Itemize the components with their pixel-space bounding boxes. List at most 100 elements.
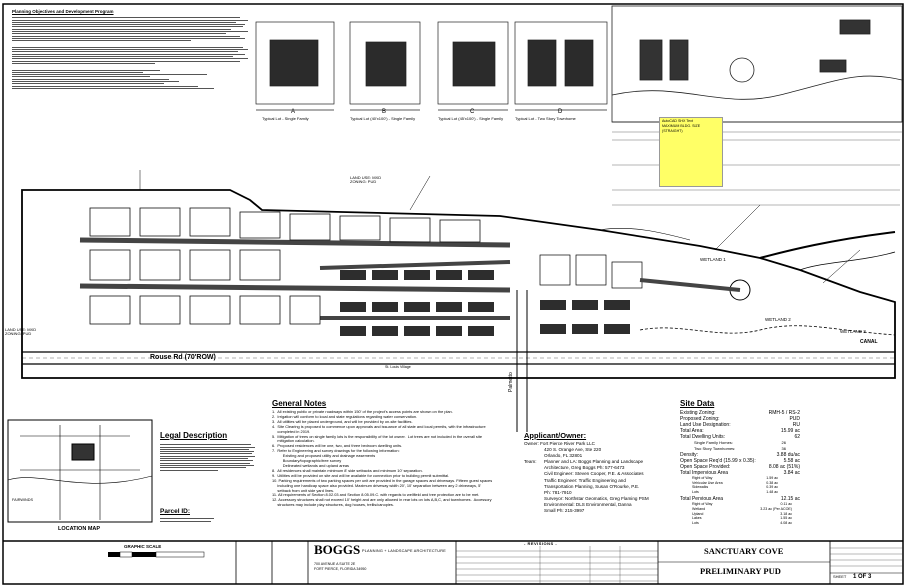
general-note-item: 11. All requirements of Section 8.02.03 … [272, 492, 480, 498]
lots-value: 1.48 ac [766, 489, 778, 494]
general-notes-title: General Notes [272, 399, 327, 408]
proposed-zoning-value: PUD [789, 416, 800, 422]
fairwinds-label: FAIRWINDS [12, 498, 34, 502]
applicant-addr1: 420 S. Orange Ave, Ste 220 [544, 447, 602, 453]
general-notes-list: 1. All existing public or private roadwa… [272, 409, 537, 508]
general-note-item: 8. All residences shall maintain minimum… [272, 467, 423, 473]
th-label: Two Story Townhomes: [694, 446, 736, 451]
applicant-title: Applicant/Owner: [524, 431, 587, 440]
firm-address-1: 700 AVENUE A SUITE 2E [314, 562, 356, 566]
pv-row-value: 0.11 ac [780, 502, 792, 507]
firm-name: BOGGS [314, 542, 361, 557]
applicant-team-label: Team: [524, 459, 537, 465]
typical-b-caption: Typical Lot (40'x100') - Single Family [350, 116, 416, 121]
impervious-value: 3.84 ac [783, 470, 800, 476]
site-data-table: Existing Zoning:RMH-5 / RS-2 Proposed Zo… [680, 410, 800, 525]
vua-value: 0.38 ac [766, 480, 778, 485]
road-label: Rouse Rd (70'ROW) [150, 354, 216, 361]
general-note-item: 7. Refer to Engineering and survey drawi… [272, 448, 400, 454]
location-map-drawing [7, 419, 153, 523]
general-note-item: 10. Parking requirements of two parking … [272, 477, 493, 483]
general-note-item: 9. Utilities will be provided on site an… [272, 472, 450, 478]
general-note-item: setback from unit side yard lines. [272, 487, 335, 493]
total-units-value: 62 [794, 434, 800, 440]
general-note-item: completed in 2019. [272, 428, 311, 434]
sfh-label: Single Family Homes: [694, 440, 733, 445]
lakes-value: 1.55 ac [780, 516, 792, 521]
existing-zoning-label: Existing Zoning: [680, 410, 716, 416]
row-value: 1.59 ac [766, 476, 778, 480]
osreq-label: Open Space Req'd (15.99 x 0.35): [680, 458, 756, 464]
planning-objectives-title: Planning Objectives and Development Prog… [12, 9, 114, 14]
pv-lots-value: 4.08 ac [780, 520, 792, 525]
applicant-team-8: Environmental: DLS Environmental, Danna [544, 501, 632, 507]
applicant-owner: Owner: Fort Pierce River Park LLC [524, 441, 595, 446]
wetland-value: 3.23 ac (Per ACOE) [760, 506, 792, 511]
applicant-team-9: Small Ph: 215-3997 [544, 508, 585, 514]
general-note-item: Boundary/topographic/tree survey [272, 458, 342, 464]
vua-label: Vehicular Use Area [692, 480, 723, 485]
graphic-scale-label: GRAPHIC SCALE [124, 544, 162, 549]
wetland-3-label: WETLAND 3 [840, 329, 866, 334]
general-note-item: 6. Proposed residences will be one, two,… [272, 443, 403, 449]
general-note-item: including one handicap space also provid… [272, 482, 481, 488]
legal-description-text [160, 443, 256, 503]
pervious-value: 12.15 ac [780, 496, 800, 503]
existing-zoning-value: RMH-5 / RS-2 [768, 410, 800, 416]
sidewalks-value: 0.39 ac [766, 485, 778, 490]
location-map-caption: LOCATION MAP [58, 526, 101, 532]
general-note-item: 1. All existing public or private roadwa… [272, 409, 453, 414]
yellow-highlight-note: AutoCAD SHX Text MAXIMUM BLDG. SIZE (STR… [659, 117, 723, 187]
lakes-label: Lakes [692, 516, 702, 521]
land-use-left-label: LAND USE: MXD ZONING: PUD [5, 327, 37, 337]
density-label: Density: [680, 452, 699, 458]
wetland-1-label: WETLAND 1 [700, 257, 726, 262]
general-note-item: Delineated wetlands and upland areas [272, 462, 349, 468]
land-use-top-label: LAND USE: MXD ZONING: PUD [350, 175, 382, 185]
land-use-label: Land Use Designation: [680, 422, 731, 428]
th-value: 36 [781, 446, 786, 451]
wetland-label: Wetland [692, 506, 706, 511]
upland-value: 3.18 ac [780, 511, 792, 516]
typical-c-caption: Typical Lot (45'x100') - Single Family [438, 116, 504, 121]
yellow-note-line1: AutoCAD SHX Text [662, 119, 693, 123]
typical-d-letter: D [558, 109, 563, 115]
louis-label: St. Louis Village [385, 365, 411, 369]
applicant-addr2: Orlando, FL 32801 [544, 453, 583, 459]
impervious-label: Total Impervious Area [680, 470, 729, 476]
applicant-block: Owner: Fort Pierce River Park LLC 420 S.… [524, 441, 666, 514]
upland-label: Upland [692, 511, 704, 516]
typical-d-caption: Typical Lot - Two Story Townhome [515, 116, 576, 121]
osprov-value: 8.08 ac (51%) [768, 464, 800, 470]
site-data-title: Site Data [680, 399, 715, 408]
total-area-label: Total Area: [680, 428, 704, 434]
palmetto-label: Palmetto [508, 372, 514, 392]
density-value: 3.88 du/ac [776, 452, 800, 458]
typical-b-letter: B [382, 109, 387, 115]
osprov-label: Open Space Provided: [680, 464, 731, 470]
general-note-item: 2. Irrigation will conform to local and … [272, 413, 418, 419]
yellow-note-line3: (STRAIGHT) [662, 129, 683, 133]
parcel-id-title: Parcel ID: [160, 508, 190, 515]
general-note-item: structures may include play structures, … [272, 502, 394, 508]
typical-lot-details [255, 21, 608, 111]
lot-table [612, 131, 902, 206]
graphic-scale-bars [108, 551, 205, 558]
general-note-item: 12. Accessory structures shall not excee… [272, 497, 492, 503]
applicant-team-6: Ph: 781-7910 [544, 489, 572, 495]
total-units-label: Total Dwelling Units: [680, 434, 726, 440]
row-label: Right of Way [692, 476, 713, 480]
wetland-2-label: WETLAND 2 [765, 317, 791, 322]
pv-row-label: Right of Way [692, 502, 713, 507]
firm-subtitle: PLANNING + LANDSCAPE ARCHITECTURE [362, 549, 446, 553]
project-name: SANCTUARY COVE [704, 546, 784, 556]
applicant-team-1: Planner and LA: Boggs Planning and Lands… [544, 459, 644, 465]
site-plan [21, 170, 896, 432]
applicant-team-4: Traffic Engineer: Traffic Engineering an… [544, 477, 626, 483]
osreq-value: 5.58 ac [783, 458, 800, 464]
planning-objectives-text [12, 16, 250, 182]
legal-description-title: Legal Description [160, 431, 228, 440]
lots-label: Lots [692, 489, 699, 494]
